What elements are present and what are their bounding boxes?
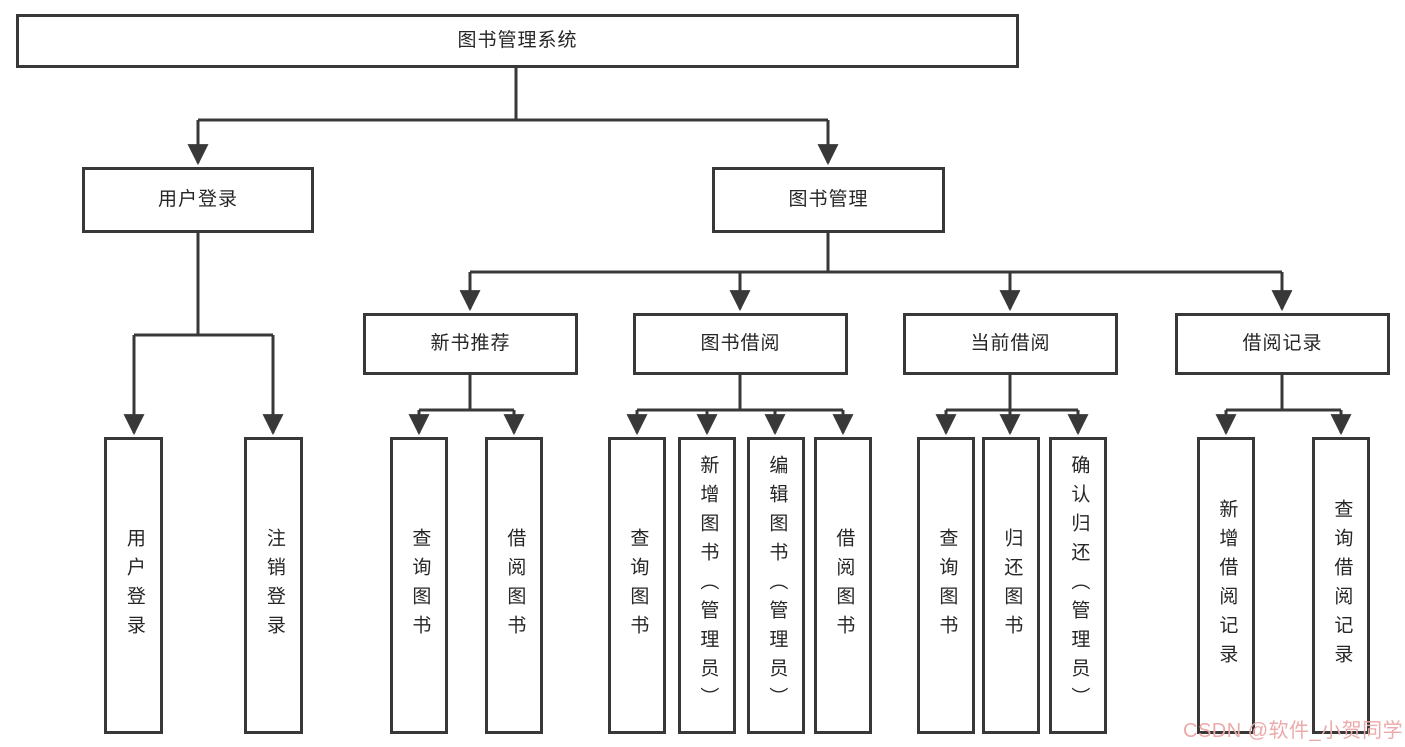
connector-root-to-level2 bbox=[187, 68, 839, 166]
leaf-query-borrow-record: 查询借阅记录 bbox=[1312, 437, 1370, 734]
leaf-confirm-return-admin: 确认归还（管理员） bbox=[1049, 437, 1107, 734]
leaf-query-books-2: 查询图书 bbox=[608, 437, 666, 734]
node-current-borrow: 当前借阅 bbox=[903, 313, 1118, 375]
node-user-login: 用户登录 bbox=[82, 167, 314, 233]
leaf-user-login: 用户登录 bbox=[104, 437, 163, 734]
watermark: CSDN @软件_小贺同学 bbox=[1183, 720, 1404, 742]
node-book-management: 图书管理 bbox=[712, 167, 945, 233]
leaf-query-books-1: 查询图书 bbox=[390, 437, 448, 734]
connector-current-borrow-branch bbox=[935, 375, 1089, 436]
leaf-return-books: 归还图书 bbox=[982, 437, 1040, 734]
leaf-logout: 注销登录 bbox=[244, 437, 303, 734]
leaf-borrow-books-2: 借阅图书 bbox=[814, 437, 872, 734]
leaf-add-borrow-record: 新增借阅记录 bbox=[1197, 437, 1255, 734]
leaf-add-books-admin: 新增图书（管理员） bbox=[678, 437, 736, 734]
leaf-borrow-books-1: 借阅图书 bbox=[485, 437, 543, 734]
connector-user-login-branch bbox=[123, 233, 284, 436]
connector-book-mgmt-to-level3 bbox=[459, 233, 1293, 312]
leaf-query-books-3: 查询图书 bbox=[917, 437, 975, 734]
node-new-book-recommend: 新书推荐 bbox=[363, 313, 578, 375]
node-borrow-records: 借阅记录 bbox=[1175, 313, 1390, 375]
connector-book-borrow-branch bbox=[626, 375, 854, 436]
connector-new-book-branch bbox=[408, 375, 525, 436]
leaf-edit-books-admin: 编辑图书（管理员） bbox=[747, 437, 805, 734]
connector-borrow-records-branch bbox=[1215, 375, 1352, 436]
node-book-borrow: 图书借阅 bbox=[633, 313, 848, 375]
node-library-system: 图书管理系统 bbox=[16, 14, 1019, 68]
